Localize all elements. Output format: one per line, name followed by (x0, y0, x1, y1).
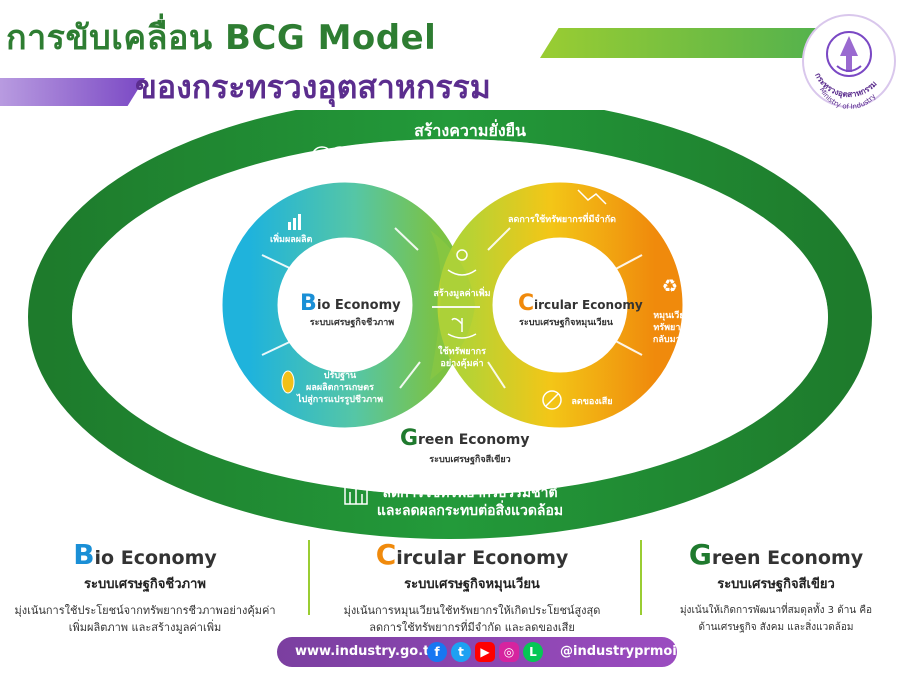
green-title: reen Economy (418, 432, 530, 448)
panel-circular-title: ircular Economy (396, 547, 569, 569)
panel-bio-initial: B (73, 538, 95, 571)
people-icon (329, 146, 351, 168)
panel-divider (640, 540, 642, 615)
coins-hand-icon (447, 249, 477, 276)
panel-green-desc-line2: ด้านเศรษฐกิจ สังคม และสิ่งแวดล้อม (698, 622, 854, 633)
circular-economy-ring (437, 182, 683, 428)
panel-green: Green Economy ระบบเศรษฐกิจสีเขียว มุ่งเน… (652, 538, 900, 636)
line-icon[interactable]: L (523, 642, 543, 662)
title-accent-bar-purple (0, 78, 145, 106)
bio-initial: B (300, 291, 317, 316)
panel-bio-title: io Economy (94, 547, 217, 569)
bottom-band-line1: ลดการใช้ทรัพยากรธรรมชาติ (382, 483, 557, 501)
seg-recycle-line2: ทรัพยากร (653, 322, 690, 333)
green-initial: G (400, 426, 418, 451)
top-band-subtitle: ทางเศรษฐกิจ สังคม และสิ่งแวดล้อม (370, 148, 570, 167)
bar-chart-icon (288, 214, 301, 230)
outer-green-ring (28, 110, 872, 539)
seg-upgrade-line1: ปรับฐาน (324, 370, 357, 381)
top-band-title: สร้างความยั่งยืน (414, 119, 526, 140)
twitter-icon[interactable]: t (451, 642, 471, 662)
recycle-icon: ♻ (662, 276, 678, 297)
youtube-icon[interactable]: ▶ (475, 642, 495, 662)
instagram-icon[interactable]: ◎ (499, 642, 519, 662)
green-subtitle: ระบบเศรษฐกิจสีเขียว (429, 454, 510, 465)
panel-bio: Bio Economy ระบบเศรษฐกิจชีวภาพ มุ่งเน้นก… (0, 538, 290, 636)
panel-circular-desc-line1: มุ่งเน้นการหมุนเวียนใช้ทรัพยากรให้เกิดปร… (343, 604, 601, 617)
panel-circular-initial: C (375, 538, 397, 571)
plant-hand-icon (447, 317, 477, 339)
panel-circular: Circular Economy ระบบเศรษฐกิจหมุนเวียน ม… (322, 538, 622, 636)
no-waste-icon (542, 390, 562, 410)
bcg-diagram: สร้างความยั่งยืน ทางเศรษฐกิจ สังคม และสิ… (28, 110, 872, 539)
panel-bio-subtitle: ระบบเศรษฐกิจชีวภาพ (84, 577, 206, 592)
circular-initial: C (518, 291, 534, 316)
circular-title: ircular Economy (534, 298, 643, 312)
panel-circular-subtitle: ระบบเศรษฐกิจหมุนเวียน (404, 577, 540, 592)
facebook-icon[interactable]: f (427, 642, 447, 662)
seg-recycle-line1: หมุนเวียน (653, 310, 691, 321)
factory-chart-icon (344, 485, 368, 505)
page-subtitle: ของกระทรวงอุตสาหกรรม (135, 68, 491, 106)
seg-reduce-waste: ลดของเสีย (571, 396, 612, 407)
page-title: การขับเคลื่อน BCG Model (6, 18, 437, 58)
seg-upgrade-line3: ไปสู่การแปรรูปชีวภาพ (296, 393, 383, 405)
seg-reduce-limited: ลดการใช้ทรัพยากรที่มีจำกัด (508, 212, 616, 225)
declining-chart-icon (577, 189, 607, 205)
bio-subtitle: ระบบเศรษฐกิจชีวภาพ (310, 317, 394, 328)
globe-icon (311, 146, 333, 168)
seg-upgrade-line2: ผลผลิตการเกษตร (306, 382, 374, 393)
bio-title: io Economy (317, 298, 401, 313)
panel-bio-desc-line1: มุ่งเน้นการใช้ประโยชน์จากทรัพยากรชีวภาพอ… (14, 604, 276, 617)
website-link[interactable]: www.industry.go.th (295, 644, 439, 659)
panel-circular-desc-line2: ลดการใช้ทรัพยากรที่มีจำกัด และลดของเสีย (369, 621, 575, 634)
seg-use-resources-line1: ใช้ทรัพยากร (438, 345, 486, 357)
title-accent-bar-green (540, 28, 850, 58)
bottom-band-line2: และลดผลกระทบต่อสิ่งแวดล้อม (377, 500, 563, 519)
social-handle[interactable]: @industryprmoi (560, 644, 677, 659)
corn-icon (281, 370, 295, 394)
seg-recycle-line3: กลับมาใช้ (653, 333, 691, 345)
circular-subtitle: ระบบเศรษฐกิจหมุนเวียน (519, 317, 614, 328)
panel-divider (308, 540, 310, 615)
seg-increase-output: เพิ่มผลผลิต (270, 232, 313, 245)
footer-social-bar: www.industry.go.th f t ▶ ◎ L @industrypr… (277, 637, 677, 667)
panel-bio-desc-line2: เพิ่มผลิตภาพ และสร้างมูลค่าเพิ่ม (68, 621, 222, 634)
panel-green-desc-line1: มุ่งเน้นให้เกิดการพัฒนาที่สมดุลทั้ง 3 ด้… (679, 605, 873, 616)
seg-add-value: สร้างมูลค่าเพิ่ม (433, 286, 490, 299)
panel-green-initial: G (688, 538, 712, 571)
panel-green-subtitle: ระบบเศรษฐกิจสีเขียว (717, 577, 835, 592)
seg-use-resources-line2: อย่างคุ้มค่า (440, 358, 483, 369)
panel-green-title: reen Economy (711, 547, 864, 569)
ministry-logo: กระทรวงอุตสาหกรรม Ministry of Industry (802, 14, 896, 110)
